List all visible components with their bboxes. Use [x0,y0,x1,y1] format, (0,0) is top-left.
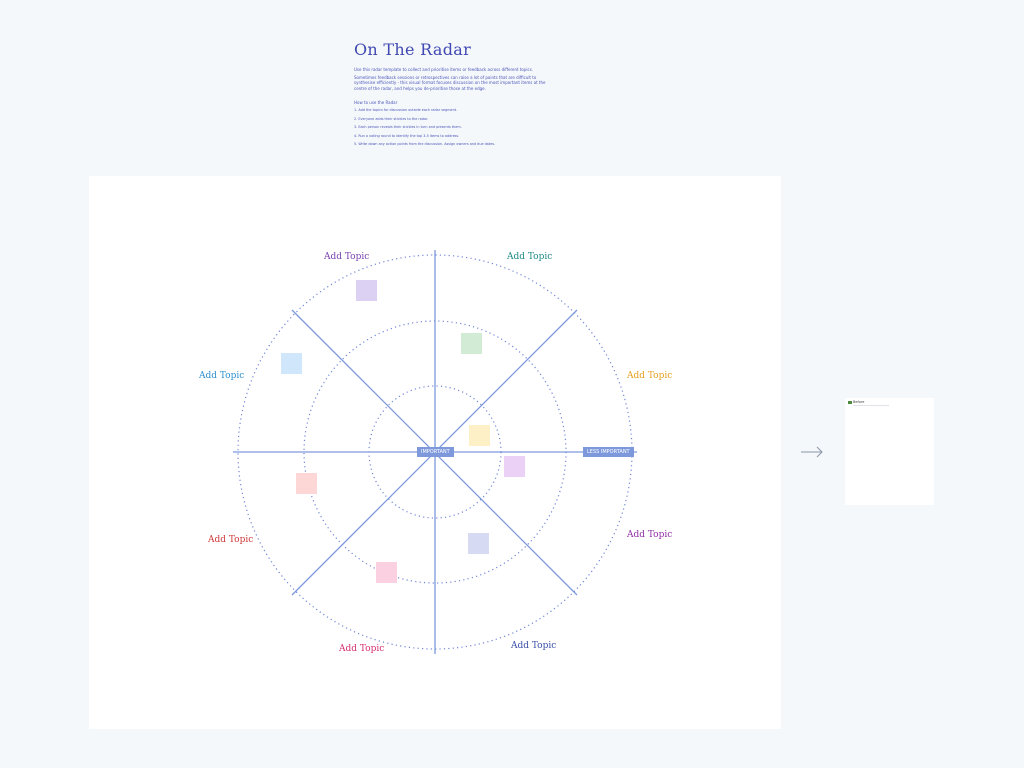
topic-label-7[interactable]: Add Topic [339,644,385,654]
sticky-note[interactable] [376,562,397,583]
frame-header: Before [848,400,864,404]
step-item: 4. Run a voting round to identify the to… [354,133,460,138]
sticky-note[interactable] [281,353,302,374]
topic-label-1[interactable]: Add Topic [324,252,370,262]
less-important-label: LESS IMPORTANT [583,447,634,457]
steps-list: 1. Add the topics for discussion outside… [354,108,554,146]
sticky-note[interactable] [461,333,482,354]
topic-label-6[interactable]: Add Topic [627,530,673,540]
important-label: IMPORTANT [417,447,454,457]
sticky-note[interactable] [296,473,317,494]
topic-label-8[interactable]: Add Topic [511,641,557,651]
description-text: Sometimes feedback sessions or retrospec… [354,74,546,91]
frame-icon [848,400,852,404]
radar-board[interactable]: Add Topic Add Topic Add Topic Add Topic … [89,176,781,729]
step-item: 5. Write down any action points from the… [354,142,496,147]
topic-label-3[interactable]: Add Topic [199,371,245,381]
topic-label-2[interactable]: Add Topic [507,252,553,262]
sticky-note[interactable] [356,280,377,301]
page-title: On The Radar [354,40,472,59]
intro-text: Use this radar template to collect and p… [354,67,534,72]
sticky-note[interactable] [504,456,525,477]
topic-label-4[interactable]: Add Topic [627,371,673,381]
step-item: 1. Add the topics for discussion outside… [354,108,458,113]
sticky-note[interactable] [469,425,490,446]
frame-title: Before [853,400,865,404]
template-header: On The Radar Use this radar template to … [354,40,554,151]
before-frame[interactable]: Before [845,398,934,505]
step-item: 2. Everyone adds their stickies to the r… [354,116,429,121]
frame-divider [853,405,889,406]
step-item: 3. Each person reveals their stickies in… [354,125,462,130]
topic-label-5[interactable]: Add Topic [208,535,254,545]
arrow-right-icon [801,446,823,458]
howto-title: How to use the Radar [354,100,398,106]
sticky-note[interactable] [468,533,489,554]
